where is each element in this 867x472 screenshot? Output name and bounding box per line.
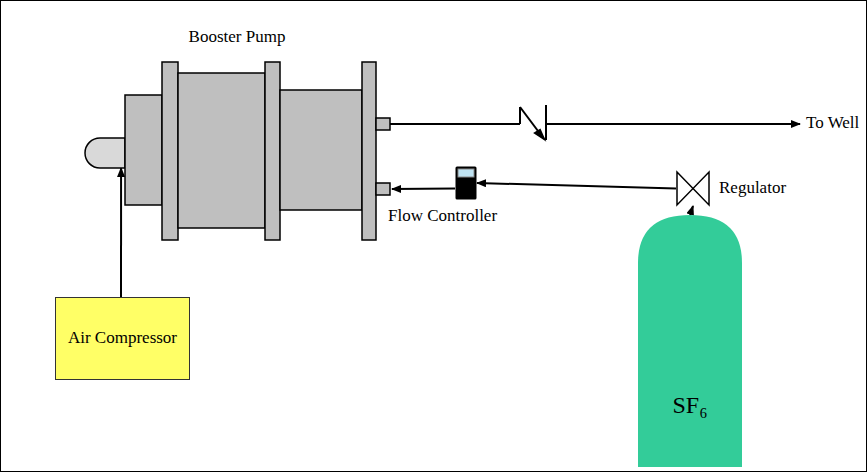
outlet-arrow	[546, 123, 800, 125]
flow-controller-label: Flow Controller	[388, 206, 497, 226]
pump-label: Booster Pump	[82, 27, 392, 47]
check-valve-symbol	[520, 105, 546, 140]
regulator: Regulator	[676, 171, 710, 206]
regulator-label: Regulator	[719, 178, 786, 198]
sf6-cylinder: SF₆	[638, 215, 742, 467]
outlet-line	[390, 123, 520, 125]
flow-arrow	[690, 206, 693, 215]
flow-arrow	[392, 187, 455, 190]
flow-arrow	[120, 168, 122, 297]
gas-cylinder-body	[638, 215, 742, 467]
booster-pump: Booster Pump	[82, 60, 392, 242]
flow-controller: Flow Controller	[455, 166, 477, 200]
flow-arrow	[477, 183, 676, 189]
compressor-label: Air Compressor	[68, 328, 177, 348]
flow-controller-device	[455, 166, 477, 200]
booster-pump-body	[82, 60, 392, 242]
gas-name: SF₆	[638, 391, 742, 420]
air-compressor-box: Air Compressor	[55, 297, 190, 380]
destination-label: To Well	[806, 113, 859, 133]
regulator-valve-symbol	[676, 171, 710, 206]
